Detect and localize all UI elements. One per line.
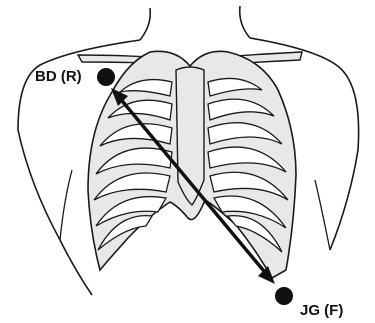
armpit-line (315, 180, 330, 250)
neck-outline (140, 8, 150, 40)
electrode-label-right: BD (R) (35, 68, 82, 85)
electrode-right-arm (97, 68, 115, 86)
neck-outline (240, 6, 250, 38)
electrode-label-foot: JG (F) (300, 302, 343, 319)
armpit-line (60, 170, 72, 240)
electrode-foot (275, 287, 293, 305)
